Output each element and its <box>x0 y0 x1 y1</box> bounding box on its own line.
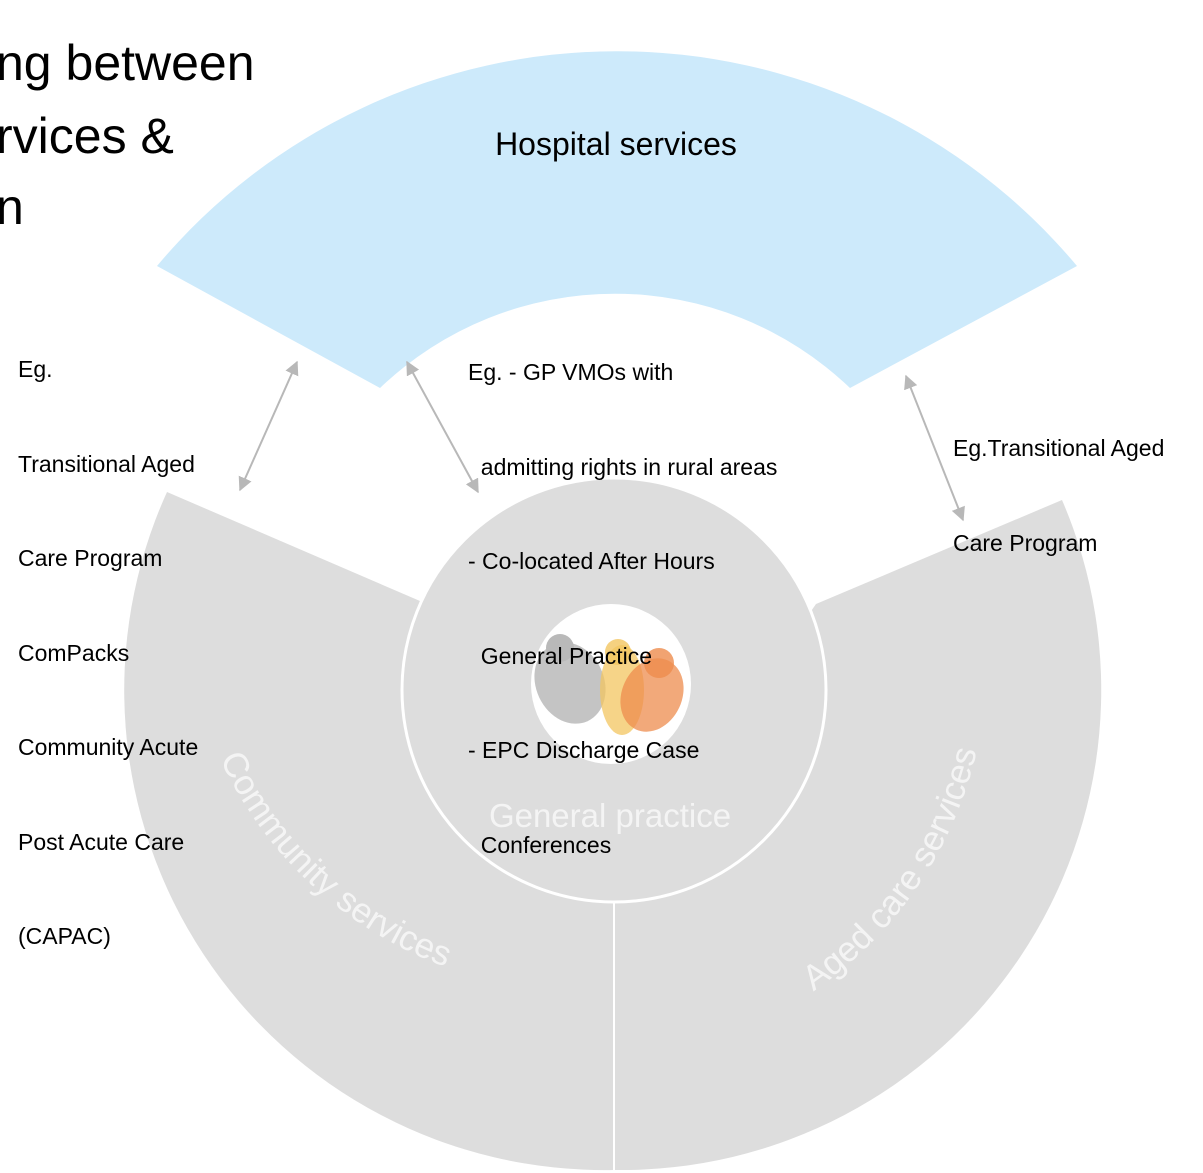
title-line-2: rvices & <box>0 108 174 164</box>
title-line-1: ng between <box>0 35 255 91</box>
title-line-3: n <box>0 179 24 235</box>
community-services-segment <box>124 492 614 1171</box>
arrow-hospital-gp <box>406 360 479 494</box>
logo-head-gray <box>546 634 574 662</box>
note-center-line: admitting rights in rural areas <box>468 453 778 480</box>
hospital-services-label: Hospital services <box>495 126 737 162</box>
arrow-hospital-community <box>238 360 299 492</box>
note-left-line: Care Program <box>18 545 163 571</box>
note-left-line: ComPacks <box>18 639 130 666</box>
logo-person-orange <box>620 658 684 732</box>
hospital-services-segment <box>157 51 1077 389</box>
note-right-line: Eg.Transitional Aged <box>953 435 1165 461</box>
note-left: Eg. Transitional Aged Care Program ComPa… <box>18 291 198 984</box>
logo-head-yellow <box>605 639 631 665</box>
people-logo <box>531 604 691 764</box>
note-center-line: Conferences <box>468 831 612 858</box>
note-left-line: Post Acute Care <box>18 828 185 855</box>
aged-care-services-segment <box>614 500 1102 1171</box>
note-right-line: Care Program <box>953 529 1098 556</box>
note-center-line: - EPC Discharge Case <box>468 737 700 763</box>
note-center-line: - Co-located After Hours <box>468 548 715 574</box>
arrow-hospital-aged-care <box>904 374 965 522</box>
note-left-line: Community Acute <box>18 734 199 760</box>
logo-person-gray <box>534 642 606 724</box>
note-center-line: Eg. - GP VMOs with <box>468 359 674 385</box>
note-center: Eg. - GP VMOs with admitting rights in r… <box>468 294 777 893</box>
general-practice-label: General practice <box>489 797 731 834</box>
note-left-line: Eg. <box>18 356 53 382</box>
note-left-line: Transitional Aged <box>18 450 195 477</box>
note-left-line: (CAPAC) <box>18 923 111 949</box>
note-center-line: General Practice <box>468 642 653 669</box>
note-right: Eg.Transitional Aged Care Program <box>953 370 1164 591</box>
logo-head-orange <box>644 648 674 678</box>
